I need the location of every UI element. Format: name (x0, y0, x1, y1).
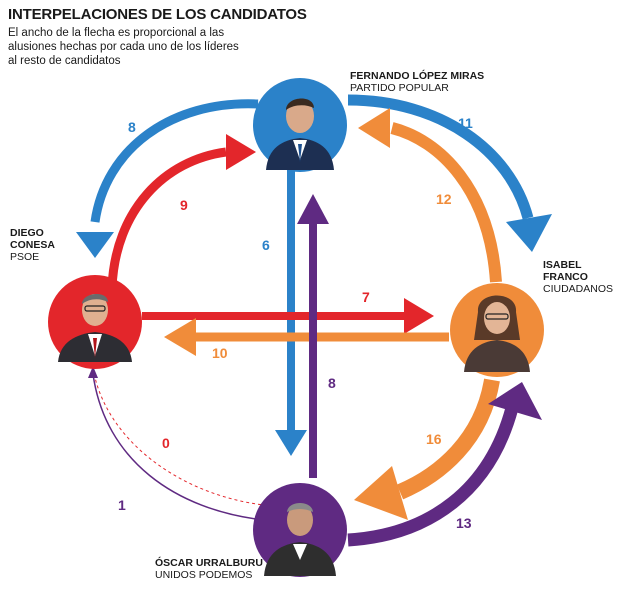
arrow-cs-to-psoe (164, 318, 449, 356)
psoe-portrait (58, 293, 132, 362)
arrow-up-to-pp (297, 194, 329, 478)
label-psoe-name-line2: CONESA (10, 239, 55, 251)
arrow-psoe-to-pp (107, 134, 256, 289)
value-up-to-pp: 8 (328, 375, 336, 391)
label-cs-name-line2: FRANCO (543, 271, 588, 283)
value-psoe-to-pp: 9 (180, 197, 188, 213)
label-cs-name-line1: ISABEL (543, 259, 582, 271)
value-psoe-to-up: 0 (162, 435, 170, 451)
label-up: ÓSCAR URRALBURU UNIDOS PODEMOS (155, 557, 263, 581)
arrow-cs-to-pp (358, 108, 502, 283)
up-portrait (264, 503, 336, 576)
value-psoe-to-cs: 7 (362, 289, 370, 305)
arrow-pp-to-up (275, 168, 307, 456)
label-cs-party: CIUDADANOS (543, 283, 614, 295)
cs-portrait (464, 295, 530, 372)
label-cs: ISABEL FRANCO CIUDADANOS (543, 259, 613, 295)
arrow-pp-to-psoe (76, 99, 259, 258)
label-up-party: UNIDOS PODEMOS (155, 569, 253, 581)
label-psoe: DIEGO CONESA PSOE (10, 227, 55, 263)
pp-portrait (266, 98, 334, 170)
value-up-to-psoe: 1 (118, 497, 126, 513)
candidate-cs-node (450, 283, 544, 377)
value-up-to-cs: 13 (456, 515, 472, 531)
label-pp-party: PARTIDO POPULAR (350, 82, 449, 94)
arrow-up-to-cs (347, 382, 542, 547)
candidate-up-node (253, 483, 347, 577)
diagram-title: INTERPELACIONES DE LOS CANDIDATOS (8, 6, 307, 23)
value-pp-to-cs: 11 (458, 115, 473, 131)
value-cs-to-psoe: 10 (212, 345, 228, 361)
value-pp-to-psoe: 8 (128, 119, 136, 135)
label-psoe-party: PSOE (10, 251, 40, 263)
candidate-pp-node (253, 78, 347, 172)
label-pp-name: FERNANDO LÓPEZ MIRAS (350, 70, 485, 82)
diagram-subtitle: El ancho de la flecha es proporcional a … (8, 27, 239, 67)
arrow-psoe-to-cs (142, 298, 434, 334)
arrow-up-to-psoe (88, 366, 265, 521)
label-psoe-name-line1: DIEGO (10, 227, 44, 239)
label-pp: FERNANDO LÓPEZ MIRAS PARTIDO POPULAR (350, 70, 484, 94)
value-pp-to-up: 6 (262, 237, 270, 253)
value-cs-to-up: 16 (426, 431, 442, 447)
arrow-psoe-to-up (92, 367, 265, 506)
arrow-pp-to-cs (347, 94, 552, 252)
candidate-psoe-node (48, 275, 142, 369)
arrow-cs-to-up (354, 378, 500, 520)
label-up-name: ÓSCAR URRALBURU (155, 557, 263, 569)
value-cs-to-pp: 12 (436, 191, 452, 207)
